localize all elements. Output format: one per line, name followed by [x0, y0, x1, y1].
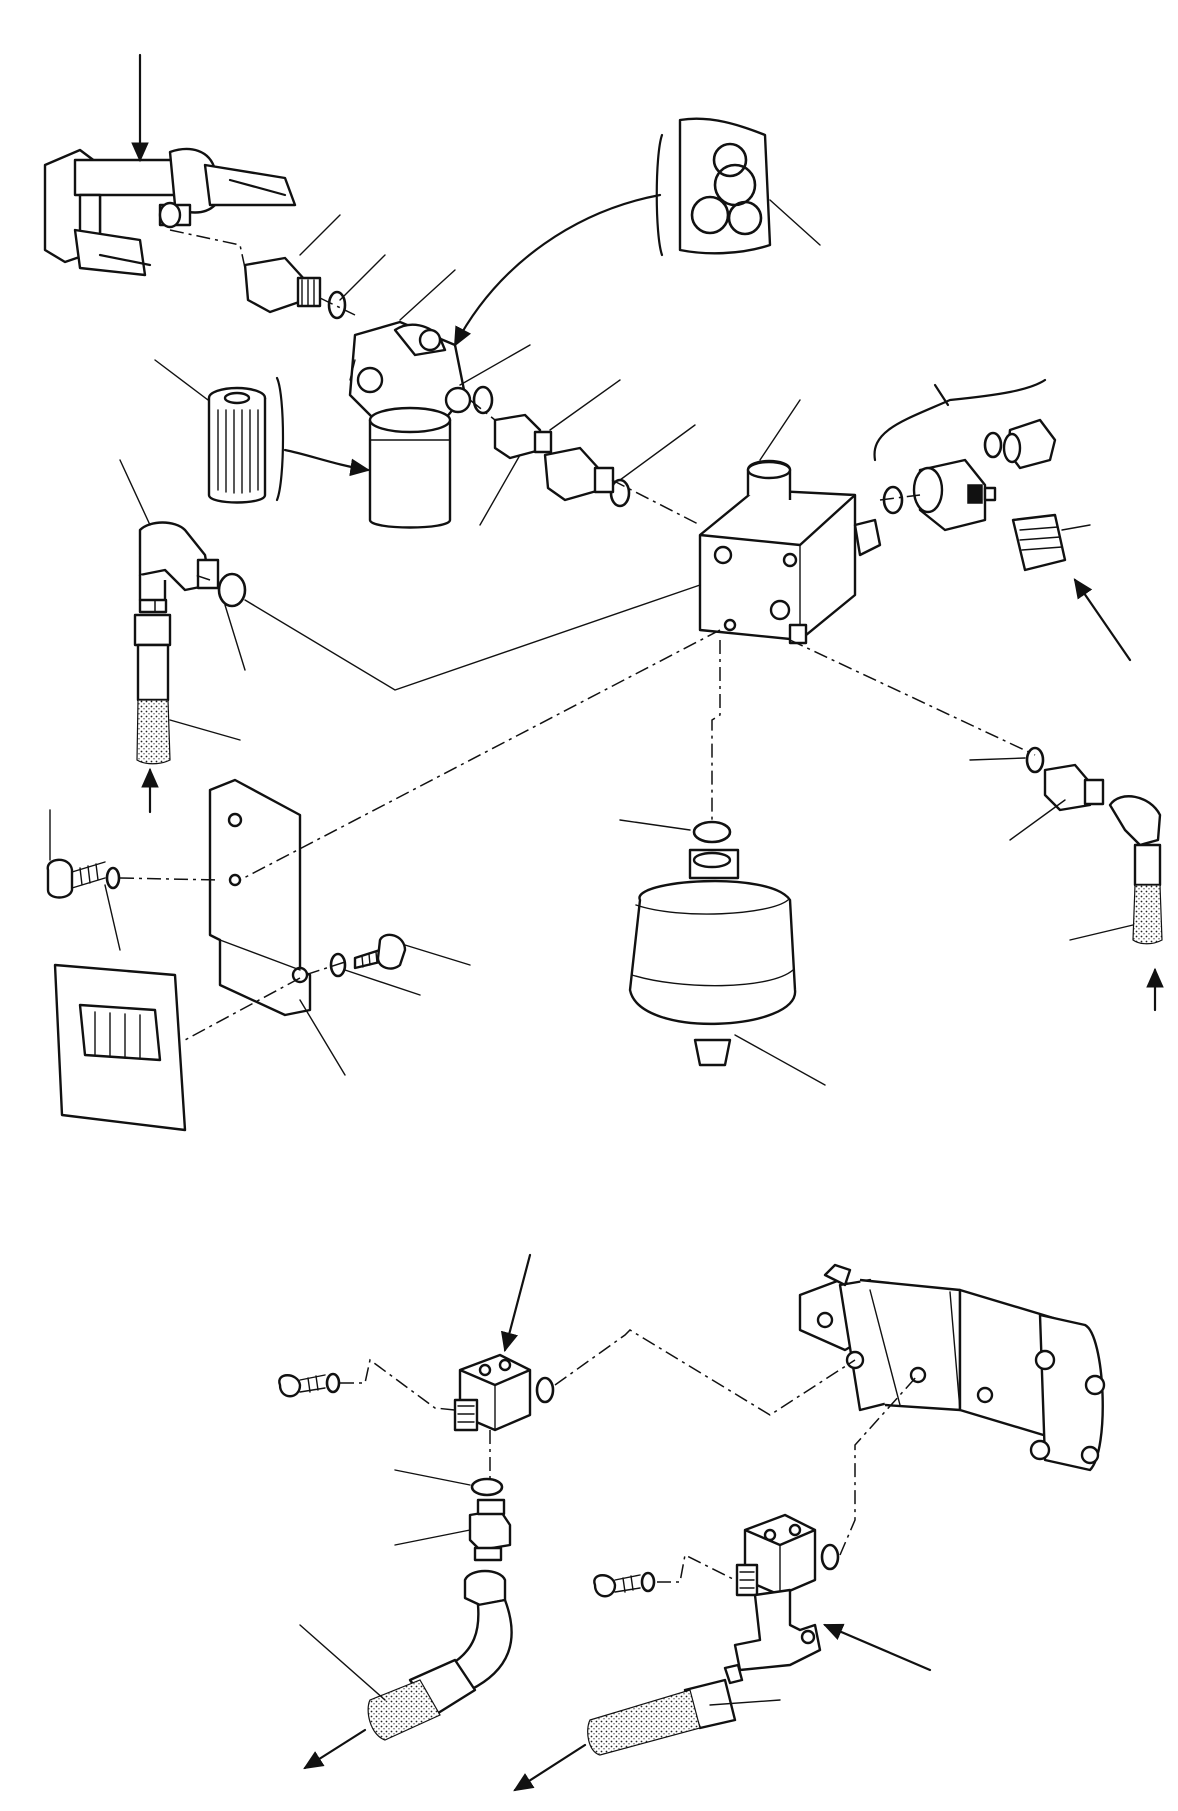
- filter-head: [348, 320, 472, 427]
- o-ring: [882, 485, 904, 515]
- filter-bowl: [368, 406, 452, 529]
- hydraulic-pump: [798, 1263, 1106, 1472]
- seal-kit: [655, 117, 772, 257]
- washer: [105, 866, 121, 890]
- cap-screw: [278, 1372, 341, 1398]
- solenoid-coil: [912, 458, 997, 532]
- o-ring: [983, 431, 1003, 459]
- hose: [133, 613, 172, 765]
- elbow-fitting: [1108, 795, 1163, 945]
- accumulator: [628, 820, 797, 1067]
- o-ring: [535, 1376, 555, 1404]
- washer: [692, 820, 732, 844]
- o-ring: [820, 1543, 840, 1571]
- connector-plug: [1011, 513, 1091, 572]
- cap-screw: [353, 933, 407, 970]
- adapter-fitting: [1043, 763, 1105, 812]
- o-ring: [327, 290, 347, 320]
- washer: [329, 952, 347, 978]
- cap-screw: [46, 858, 106, 899]
- cap-screw: [593, 1571, 656, 1598]
- o-ring: [470, 1477, 504, 1497]
- adapter-fitting: [493, 413, 553, 460]
- o-ring: [1025, 746, 1045, 774]
- decal: [53, 963, 187, 1132]
- adapter-fitting: [243, 256, 322, 314]
- washer: [325, 1372, 341, 1394]
- hose: [587, 1663, 744, 1756]
- o-ring: [217, 572, 247, 608]
- valve-block: [698, 459, 882, 645]
- adapter-fitting: [468, 1498, 512, 1562]
- leader-lines: [299, 1469, 932, 1706]
- adapter-fitting: [543, 446, 615, 502]
- pump-manifold: [733, 1513, 840, 1672]
- filter-element: [207, 386, 267, 504]
- hose: [367, 1658, 477, 1741]
- leader-lines: [49, 53, 1134, 1086]
- mounting-bracket: [208, 778, 312, 1017]
- pump-manifold: [453, 1353, 555, 1432]
- elbow-fitting: [138, 521, 220, 614]
- adapter-fitting: [1002, 418, 1057, 470]
- o-ring: [472, 385, 494, 415]
- washer: [640, 1571, 656, 1593]
- tee-fitting-assembly: [43, 147, 297, 277]
